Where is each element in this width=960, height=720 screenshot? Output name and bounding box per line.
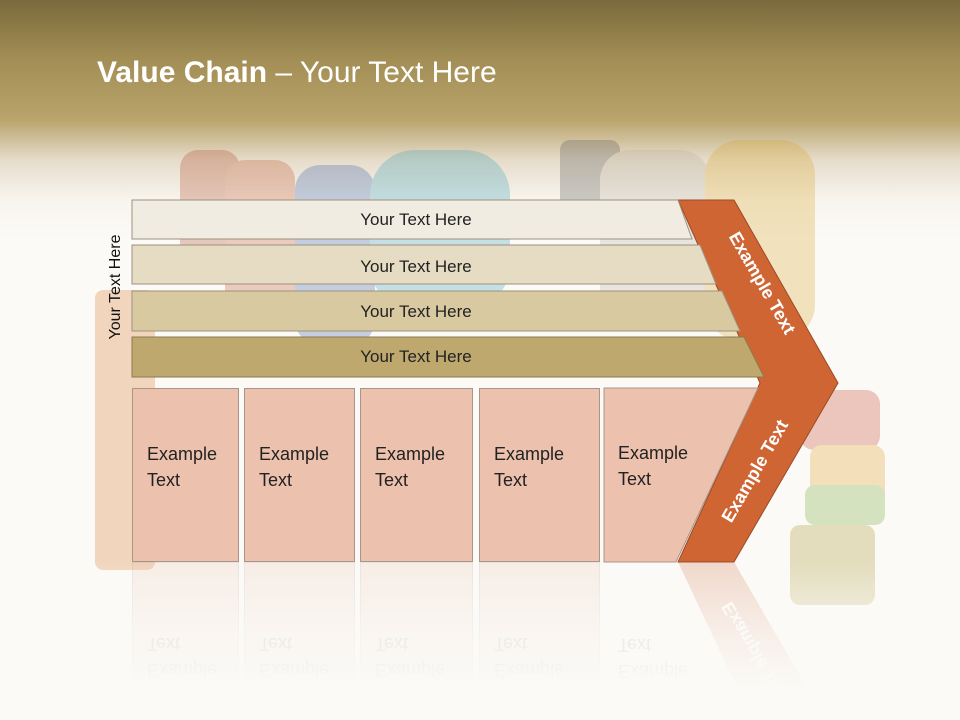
- primary-box-2-label: Example Text: [259, 444, 330, 490]
- support-bar-4: Your Text Here: [131, 336, 765, 378]
- slide-title-rest: – Your Text Here: [267, 56, 497, 89]
- primary-box-4: Example Text: [479, 388, 600, 562]
- primary-box-5-label: Example Text: [618, 443, 689, 489]
- primary-box-1: Example Text: [132, 388, 239, 562]
- reflection-fade: [0, 562, 960, 720]
- slide-title-bold: Value Chain: [97, 56, 268, 89]
- slide-title: Value Chain – Your Text Here: [97, 56, 497, 90]
- support-bar-2: Your Text Here: [131, 244, 717, 285]
- primary-box-2: Example Text: [244, 388, 355, 562]
- support-bar-2-label: Your Text Here: [360, 257, 472, 276]
- primary-box-3-label: Example Text: [375, 444, 446, 490]
- primary-box-3: Example Text: [360, 388, 473, 562]
- primary-box-4-label: Example Text: [494, 444, 565, 490]
- support-bar-1-shape: [131, 199, 693, 240]
- support-bar-1: Your Text Here: [131, 199, 693, 240]
- support-bar-4-label: Your Text Here: [360, 347, 472, 366]
- support-bar-3-shape: [131, 290, 741, 332]
- support-bar-2-shape: [131, 244, 717, 285]
- support-bar-1-label: Your Text Here: [360, 210, 472, 229]
- support-bar-4-shape: [131, 336, 765, 378]
- primary-box-5: Example Text: [604, 388, 724, 562]
- support-bar-3-label: Your Text Here: [360, 302, 472, 321]
- support-bar-3: Your Text Here: [131, 290, 741, 332]
- primary-box-1-label: Example Text: [147, 444, 218, 490]
